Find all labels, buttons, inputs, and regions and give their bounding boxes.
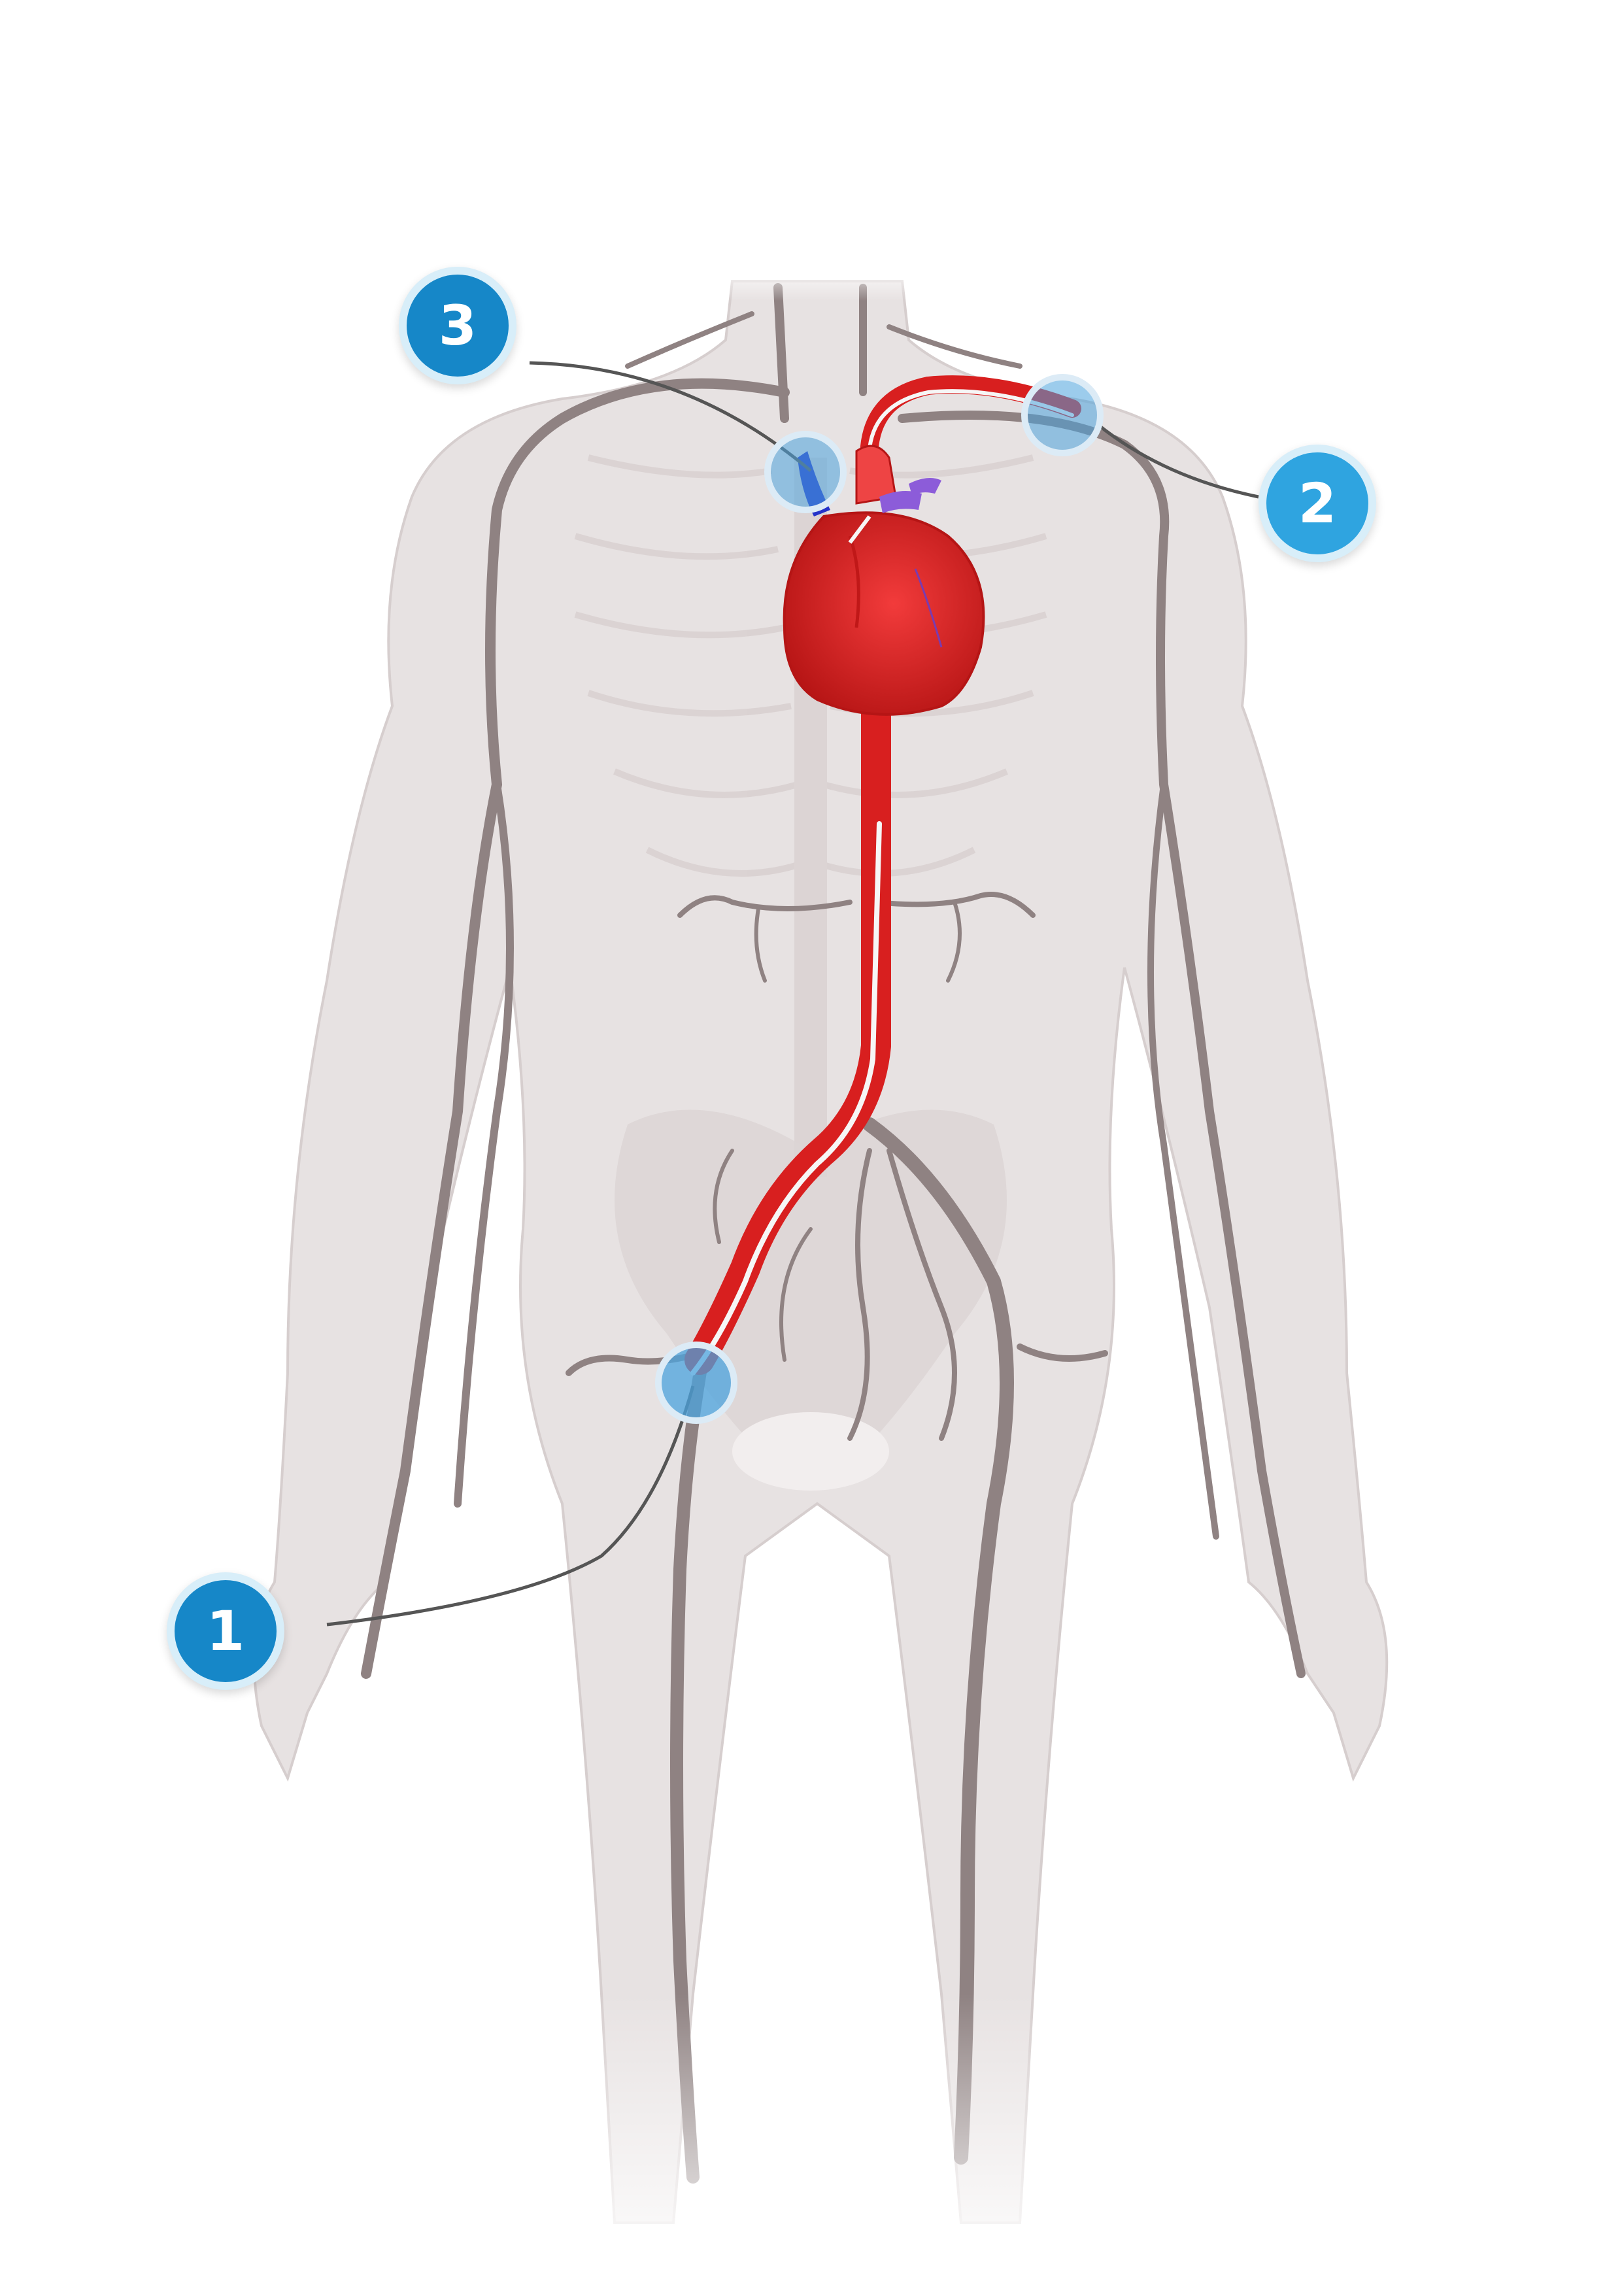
badge-3-label: 3: [438, 294, 477, 358]
marker-radial: [1021, 374, 1104, 456]
marker-badge-3: 3: [399, 267, 516, 384]
marker-badge-2: 2: [1259, 445, 1376, 562]
badge-2-label: 2: [1298, 471, 1337, 535]
marker-badge-1: 1: [167, 1572, 284, 1690]
marker-femoral: [655, 1342, 737, 1424]
access-markers: [655, 374, 1104, 1424]
marker-jugular: [764, 431, 847, 513]
badge-1-label: 1: [206, 1599, 245, 1663]
